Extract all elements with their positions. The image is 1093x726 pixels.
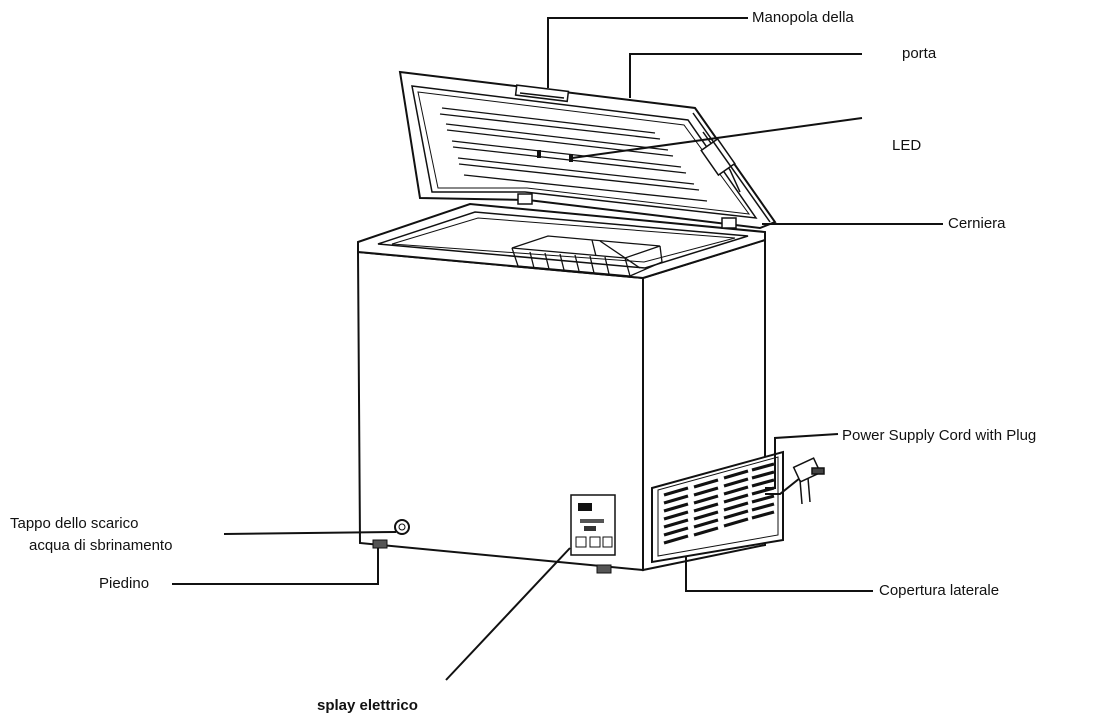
lid-ribs	[439, 107, 708, 202]
label-porta: porta	[902, 45, 937, 62]
label-tappo-line2: acqua di sbrinamento	[29, 537, 173, 554]
lid	[398, 70, 777, 230]
leader-tappo	[223, 531, 397, 535]
label-cerniera: Cerniera	[948, 215, 1006, 232]
label-tappo-line1: Tappo dello scarico	[10, 515, 139, 532]
leader-manopola	[547, 17, 748, 88]
led-lights	[537, 150, 573, 162]
display-panel	[570, 494, 616, 556]
power-cord	[765, 433, 839, 495]
feet	[372, 539, 612, 574]
lid-inner-panel	[411, 85, 758, 219]
leader-copertura	[685, 556, 873, 592]
drain-plug	[394, 519, 410, 535]
vent-slots	[663, 462, 775, 545]
lid-handle	[514, 84, 570, 103]
label-piedino: Piedino	[99, 575, 150, 592]
leader-display	[445, 547, 571, 681]
label-manopola: Manopola della	[752, 9, 854, 26]
leader-led	[571, 117, 863, 159]
leader-porta	[629, 53, 862, 98]
side-vent-cover	[651, 450, 784, 564]
label-led: LED	[892, 137, 922, 154]
leader-lines	[172, 17, 943, 681]
basket	[511, 235, 663, 277]
label-copertura: Copertura laterale	[879, 582, 1000, 599]
power-plug	[792, 457, 825, 505]
leader-piedino	[172, 548, 379, 585]
label-display: splay elettrico	[317, 697, 418, 714]
label-power-cord: Power Supply Cord with Plug	[842, 427, 1037, 444]
hinges	[517, 193, 737, 229]
